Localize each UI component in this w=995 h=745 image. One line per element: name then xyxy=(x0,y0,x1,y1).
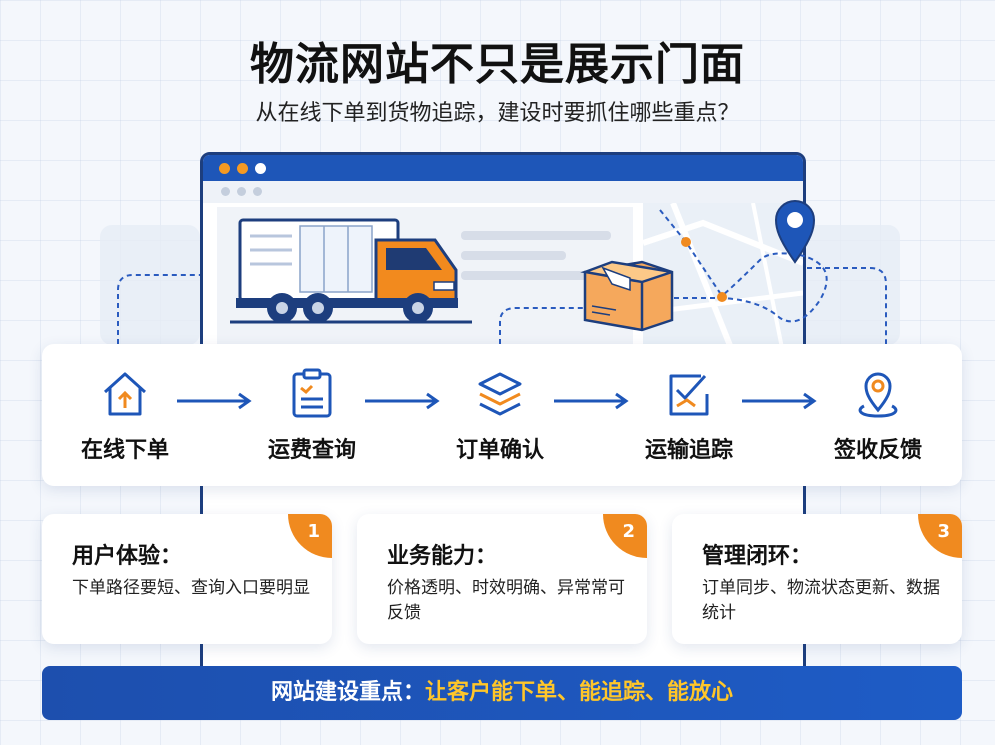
card-number-badge: 3 xyxy=(918,514,962,558)
step-label-order-online: 在线下单 xyxy=(80,438,169,463)
clipboard-list-icon xyxy=(284,366,340,422)
card-business-capability: 2 业务能力： 价格透明、时效明确、异常常可反馈 xyxy=(357,514,647,644)
background-panel-right xyxy=(800,225,900,345)
step-arrows xyxy=(177,392,817,410)
window-dot-orange xyxy=(219,163,230,174)
route-node xyxy=(717,292,727,302)
address-dot xyxy=(221,187,230,196)
background-panel-left xyxy=(100,225,200,345)
card-description: 价格透明、时效明确、异常常可反馈 xyxy=(387,578,625,623)
page-title: 物流网站不只是展示门面 xyxy=(250,39,745,90)
step-label-transport-tracking: 运输追踪 xyxy=(644,438,733,463)
package-box-icon xyxy=(580,260,674,332)
step-label-freight-query: 运费查询 xyxy=(267,438,356,463)
key-points-banner: 网站建设重点：让客户能下单、能追踪、能放心 xyxy=(42,666,962,720)
window-dot-white xyxy=(255,163,266,174)
card-title: 用户体验： xyxy=(72,544,183,569)
truck-icon xyxy=(236,218,458,323)
route-node xyxy=(681,237,691,247)
layers-stack-icon xyxy=(472,366,528,422)
card-number-badge: 1 xyxy=(288,514,332,558)
page-subtitle: 从在线下单到货物追踪，建设时要抓住哪些重点？ xyxy=(255,101,740,126)
route-line xyxy=(499,307,585,344)
banner-label: 网站建设重点： xyxy=(270,680,425,705)
card-description: 下单路径要短、查询入口要明显 xyxy=(72,578,310,598)
process-steps-panel: 在线下单 运费查询 订单确认 运输追踪 xyxy=(42,344,962,486)
card-title: 管理闭环： xyxy=(702,544,813,569)
route-line xyxy=(659,209,723,297)
address-dot xyxy=(253,187,262,196)
text-placeholder-line xyxy=(461,251,566,260)
home-upload-icon xyxy=(97,366,153,422)
card-management-loop: 3 管理闭环： 订单同步、物流状态更新、数据统计 xyxy=(672,514,962,644)
card-description: 订单同步、物流状态更新、数据统计 xyxy=(702,578,940,623)
banner-highlight: 让客户能下单、能追踪、能放心 xyxy=(425,680,734,705)
text-placeholder-line xyxy=(461,271,591,280)
card-number-badge: 2 xyxy=(603,514,647,558)
window-dot-orange xyxy=(237,163,248,174)
browser-address-bar xyxy=(203,181,803,203)
location-pin-icon xyxy=(850,366,906,422)
map-pin-icon xyxy=(774,200,816,264)
route-line xyxy=(665,252,828,323)
step-label-receipt-feedback: 签收反馈 xyxy=(833,438,922,463)
checklist-icon xyxy=(661,366,717,422)
address-dot xyxy=(237,187,246,196)
card-title: 业务能力： xyxy=(387,544,498,569)
card-user-experience: 1 用户体验： 下单路径要短、查询入口要明显 xyxy=(42,514,332,644)
step-label-order-confirm: 订单确认 xyxy=(455,438,544,463)
browser-title-bar xyxy=(203,155,803,181)
text-placeholder-line xyxy=(461,231,611,240)
